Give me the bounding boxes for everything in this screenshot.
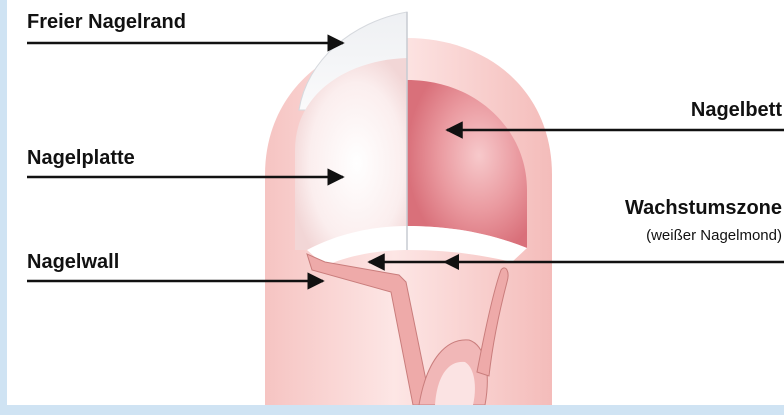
label-weisser-nagelmond: (weißer Nagelmond) <box>646 228 782 243</box>
label-nagelwall: Nagelwall <box>27 252 119 272</box>
label-nagelplatte: Nagelplatte <box>27 148 135 168</box>
label-wachstumszone: Wachstumszone <box>625 198 782 218</box>
label-nagelbett: Nagelbett <box>691 100 782 120</box>
diagram-canvas: Freier Nagelrand Nagelplatte Nagelwall N… <box>7 0 784 405</box>
label-freier-nagelrand: Freier Nagelrand <box>27 12 186 32</box>
